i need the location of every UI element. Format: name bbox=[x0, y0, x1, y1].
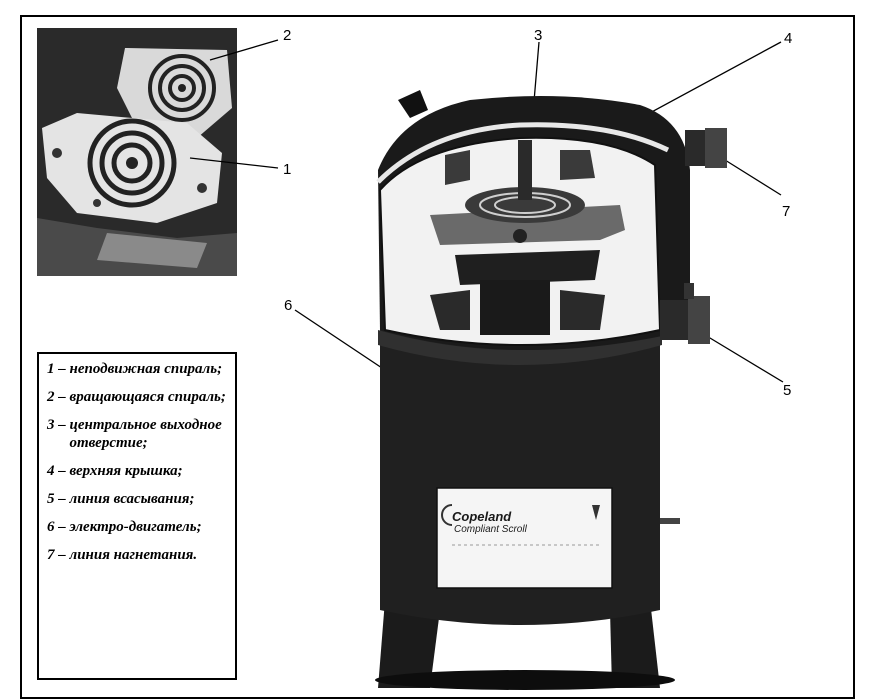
callout-7: 7 bbox=[782, 203, 791, 220]
legend-text: линия нагнетания. bbox=[69, 547, 198, 563]
legend-number: 5 – bbox=[47, 491, 70, 507]
callout-5: 5 bbox=[783, 382, 792, 399]
callout-4: 4 bbox=[784, 30, 793, 47]
nameplate-brand: Copeland bbox=[452, 509, 512, 524]
callout-2: 2 bbox=[283, 27, 292, 44]
callout-3: 3 bbox=[534, 27, 543, 44]
legend-text: верхняя крышка; bbox=[69, 463, 183, 479]
legend-number: 6 – bbox=[47, 519, 70, 535]
legend-item: 1 – неподвижная спираль; bbox=[47, 360, 231, 378]
legend-item: 4 – верхняя крышка; bbox=[47, 462, 231, 480]
legend-number: 4 – bbox=[47, 463, 70, 479]
legend-item: 2 – вращающаяся спираль; bbox=[47, 388, 231, 406]
legend-text: неподвижная спираль; bbox=[69, 361, 223, 377]
legend-number: 3 – bbox=[47, 417, 70, 433]
legend-item: 5 – линия всасывания; bbox=[47, 490, 231, 508]
legend-text: центральное выходное отверстие; bbox=[69, 417, 222, 451]
legend-text: электро-двигатель; bbox=[69, 519, 202, 535]
legend-number: 7 – bbox=[47, 547, 70, 563]
legend-item: 7 – линия нагнетания. bbox=[47, 546, 231, 564]
legend-number: 1 – bbox=[47, 361, 70, 377]
legend-text: вращающаяся спираль; bbox=[69, 389, 226, 405]
legend-number: 2 – bbox=[47, 389, 70, 405]
legend-item: 6 – электро-двигатель; bbox=[47, 518, 231, 536]
legend-text: линия всасывания; bbox=[69, 491, 195, 507]
callout-6: 6 bbox=[284, 297, 293, 314]
legend-item: 3 – центральное выходное отверстие; bbox=[47, 416, 231, 452]
legend-box: 1 – неподвижная спираль; 2 – вращающаяся… bbox=[37, 352, 237, 680]
scroll-spirals-photo bbox=[37, 28, 237, 276]
nameplate-subtitle: Compliant Scroll bbox=[454, 524, 527, 535]
callout-1: 1 bbox=[283, 161, 292, 178]
scroll-spirals-illustration bbox=[37, 28, 237, 276]
